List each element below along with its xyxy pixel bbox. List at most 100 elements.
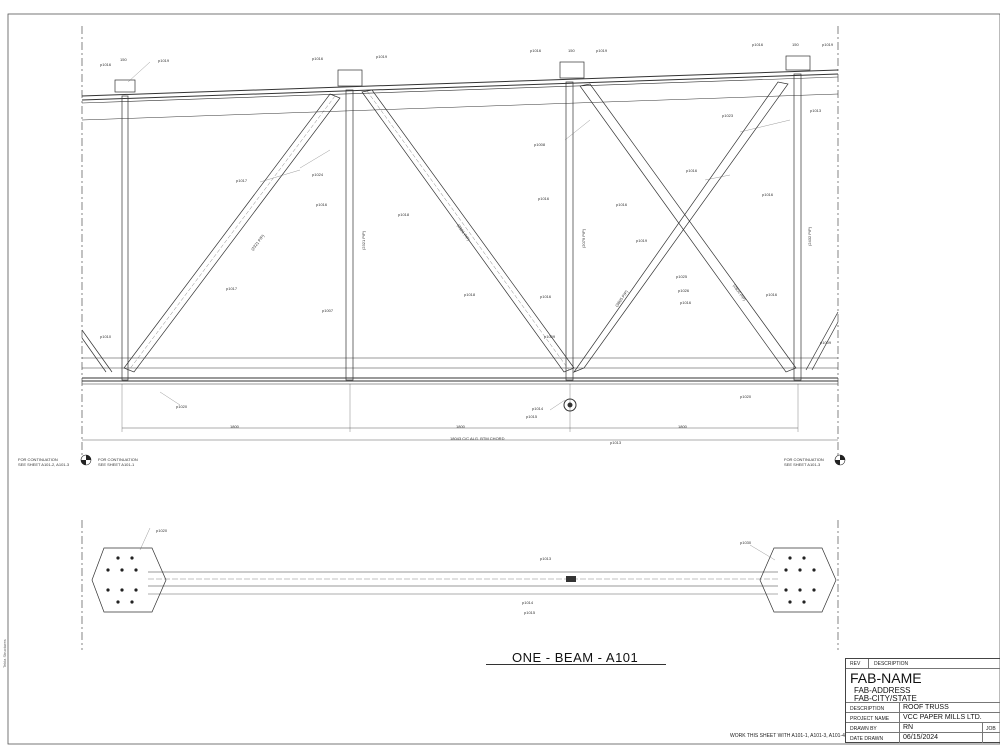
field-value: 06/15/2024 (903, 734, 939, 741)
vertical-member (121, 95, 129, 381)
truss-elevation (81, 26, 839, 458)
vertical-member (345, 89, 354, 381)
continuation-note-line: SEE SHEET A101-1 (98, 462, 135, 467)
top-plate (559, 61, 585, 79)
continuation-note-line: SEE SHEET A101-3 (784, 462, 821, 467)
member-note: (2079 P/P) (581, 228, 587, 249)
part-mark: p1016 (680, 300, 692, 305)
part-mark: p1008 (534, 142, 546, 147)
diagonal-member (123, 93, 341, 373)
beam-title-underline (486, 664, 666, 665)
dimension-value: 1800 (456, 424, 465, 429)
part-mark: p1020 (176, 404, 188, 409)
member-note: (2432 P/P) (807, 226, 813, 247)
sheet-border (7, 13, 1000, 745)
job-label: JOB (986, 726, 996, 732)
part-mark: p1016 (686, 168, 698, 173)
part-mark: p1009 (820, 340, 832, 345)
part-mark: p1010 (100, 334, 112, 339)
overall-dimension: 18043 C/C ALG. BTM CHORD (450, 436, 505, 441)
top-chord-line-2 (81, 73, 839, 101)
right-plate (759, 547, 837, 613)
part-mark: p1014 (532, 406, 544, 411)
part-mark: p1016 (762, 192, 774, 197)
plate-dimension: 150 (568, 48, 575, 53)
splice (566, 576, 576, 582)
part-mark: p1007 (322, 308, 334, 313)
part-mark: p1020 (740, 394, 752, 399)
edge-stub (805, 311, 839, 371)
side-label: Tekla Structures (2, 639, 7, 668)
part-mark: p1016 (540, 294, 552, 299)
diagonal-member (573, 81, 789, 373)
plate-dimension: 150 (120, 57, 127, 62)
part-mark: p1015 (526, 414, 538, 419)
field-key: DESCRIPTION (850, 706, 885, 712)
top-chord-line-1 (81, 69, 839, 97)
part-mark: p1019 (158, 58, 170, 63)
part-mark: p1016 (312, 56, 324, 61)
leader-lines (127, 61, 791, 561)
fab-info: FAB-NAME FAB-ADDRESS FAB-CITY/STATE (846, 669, 1000, 703)
continuation-note-line: FOR CONTINUATION (18, 457, 58, 462)
part-mark: p1017 (236, 178, 248, 183)
diagonal-centerline (366, 90, 570, 371)
beam-title: ONE - BEAM - A101 (512, 650, 639, 665)
dimension-value: 1800 (230, 424, 239, 429)
top-plate (785, 55, 811, 71)
field-value: VCC PAPER MILLS LTD. (903, 714, 982, 721)
field-key: DATE DRAWN (850, 736, 884, 742)
field-row-project: PROJECT NAME VCC PAPER MILLS LTD. (846, 713, 1000, 723)
part-mark: p1018 (464, 292, 476, 297)
part-mark: p1013 (540, 556, 552, 561)
part-mark: p1026 (678, 288, 690, 293)
rev-label: REV (850, 661, 861, 667)
continuation-note-line: FOR CONTINUATION (784, 457, 824, 462)
title-block: REV DESCRIPTION FAB-NAME FAB-ADDRESS FAB… (845, 658, 1000, 743)
plate-bolts (106, 556, 816, 604)
edge-stub (811, 321, 839, 371)
section-marker-fill (835, 455, 845, 465)
left-plate (91, 547, 167, 613)
edge-stub (81, 329, 113, 373)
field-row-description: DESCRIPTION ROOF TRUSS (846, 703, 1000, 713)
part-mark: p1014 (522, 600, 534, 605)
plate-dimension: 150 (792, 42, 799, 47)
vertical-member (793, 73, 802, 381)
part-mark: p1019 (822, 42, 834, 47)
diagonal-centerline (128, 95, 336, 371)
field-row-drawn-by: DRAWN BY RN JOB (846, 723, 1000, 733)
title-block-header: REV DESCRIPTION (846, 659, 1000, 669)
dimension-value: 1800 (678, 424, 687, 429)
field-key: DRAWN BY (850, 726, 877, 732)
part-mark: p1024 (312, 172, 324, 177)
beam-plan-view (81, 520, 839, 650)
top-plate (114, 79, 136, 93)
diagonal-member (361, 89, 575, 373)
continuation-markers (80, 454, 846, 466)
part-mark: p1017 (226, 286, 238, 291)
part-mark: p1015 (524, 610, 536, 615)
section-marker-fill (81, 455, 91, 465)
fab-name: FAB-NAME (850, 670, 922, 686)
work-note: WORK THIS SHEET WITH A101-1, A101-3, A10… (730, 733, 845, 739)
part-mark: p1016 (530, 48, 542, 53)
top-chord-line-4 (81, 93, 839, 121)
member-note: (2321 P/P) (361, 230, 367, 251)
part-mark: p1023 (722, 113, 734, 118)
title-block-divider (868, 659, 869, 669)
part-mark: p1016 (616, 202, 628, 207)
top-chord-line-3 (81, 76, 839, 104)
edge-stub (81, 337, 107, 373)
title-block-divider (982, 723, 983, 743)
part-mark: p1016 (100, 62, 112, 67)
part-mark: p1009 (544, 334, 556, 339)
part-mark: p1013 (810, 108, 822, 113)
field-value: ROOF TRUSS (903, 704, 949, 711)
description-label: DESCRIPTION (874, 661, 909, 667)
part-mark: p1020 (156, 528, 168, 533)
diagonal-member (579, 83, 797, 373)
continuation-note-line: FOR CONTINUATION (98, 457, 138, 462)
part-mark: p1013 (610, 440, 622, 445)
